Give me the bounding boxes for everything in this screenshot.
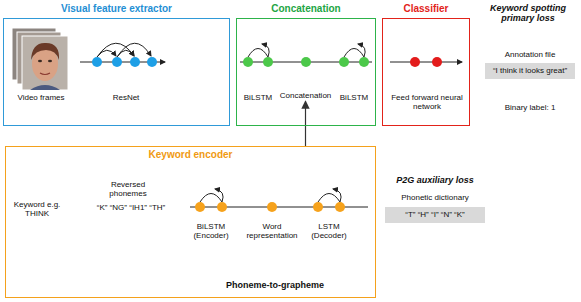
text-label: BiLSTM (Encoder): [186, 222, 236, 240]
text-label: BiLSTM: [339, 93, 369, 102]
text-label: Reversed phonemes: [98, 180, 158, 198]
p2g-chain: [190, 189, 368, 212]
connector-arrow: [305, 102, 306, 147]
text-label: Binary label: 1: [485, 103, 575, 112]
text-label: Word representation: [244, 222, 300, 240]
text-label: P2G auxiliary loss: [385, 175, 485, 185]
group-title: Classifier: [383, 3, 469, 14]
resnet-chain: [80, 43, 165, 67]
text-label: Phoneme-to-grapheme: [190, 280, 360, 290]
group-title: Visual feature extractor: [4, 3, 229, 14]
bilstm-chain: [240, 44, 372, 67]
node-label: Concatenation: [276, 91, 336, 100]
text-label: Keyword e.g. THINK: [10, 200, 64, 218]
feed-forward-chain: [390, 57, 462, 67]
concatenation-box: ConcatenationConcatenation: [236, 18, 376, 126]
group-title: Keyword encoder: [6, 149, 375, 160]
node-circle: [276, 55, 336, 91]
quote-text: “T” “H” “I” “N” “K”: [389, 210, 481, 220]
text-label: Feed forward neural network: [389, 93, 465, 111]
video-frames-illustration: [12, 28, 68, 90]
phonetic-dictionary-box: “T” “H” “I” “N” “K”: [385, 207, 485, 223]
text-label: Video frames: [10, 93, 72, 102]
text-label: Keyword spotting primary loss: [478, 3, 578, 24]
text-label: Annotation file: [485, 50, 575, 59]
text-label: LSTM (Decoder): [304, 222, 354, 240]
annotation-text-box: “I think it looks great”: [485, 63, 575, 79]
concatenation-node: Concatenation: [276, 55, 336, 100]
quote-text: “I think it looks great”: [489, 66, 571, 76]
text-label: “K” “NG” “IH1” “TH”: [82, 203, 180, 212]
text-label: ResNet: [96, 93, 156, 102]
group-title: Concatenation: [237, 3, 375, 14]
visual-feature-extractor-box: Visual feature extractor: [3, 18, 230, 126]
text-label: Phonetic dictionary: [385, 193, 485, 202]
text-label: BiLSTM: [243, 93, 273, 102]
